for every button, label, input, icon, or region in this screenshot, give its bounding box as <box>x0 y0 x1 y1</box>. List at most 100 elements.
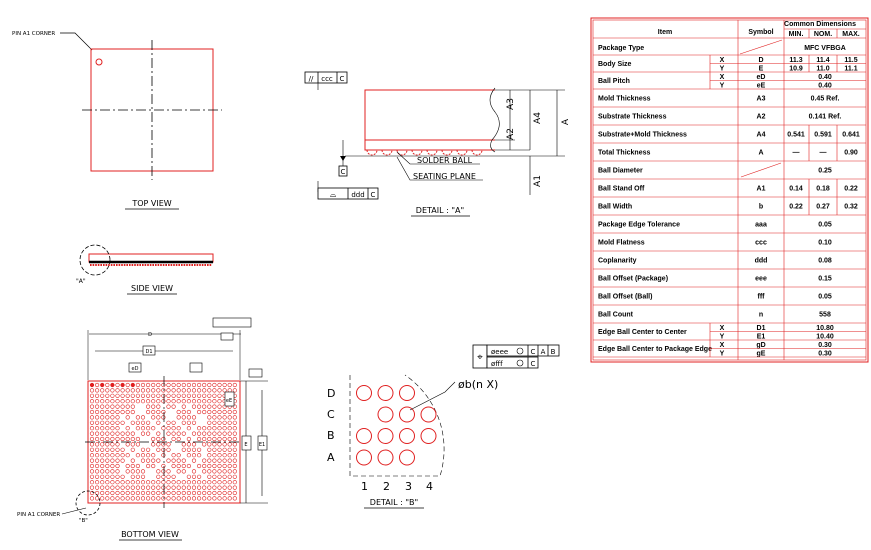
seating-plane-label: SEATING PLANE <box>413 172 476 181</box>
ball-pad <box>227 442 232 447</box>
ball-pad <box>202 485 207 490</box>
solder-ball <box>456 149 468 156</box>
ball-pad <box>181 485 186 490</box>
ball-pad <box>217 415 222 420</box>
row-value-max: 11.1 <box>844 65 857 72</box>
ball-pad <box>89 485 95 490</box>
fcf-row2-datum-c: C <box>531 360 536 368</box>
ball-pad <box>115 490 120 496</box>
bottom-view-callout: "B" <box>79 518 88 524</box>
bottom-view-title: BOTTOM VIEW <box>121 530 179 539</box>
dim-a3-label: A3 <box>506 98 516 110</box>
ball-pad <box>105 496 110 501</box>
ball-pad <box>161 474 166 479</box>
side-view-title: SIDE VIEW <box>131 284 173 293</box>
row-item: Ball Width <box>598 204 632 211</box>
ball-pad <box>197 447 202 452</box>
ball-pad <box>125 463 130 469</box>
ball-pad <box>110 393 115 398</box>
ball-pad <box>125 469 130 474</box>
row-value-max: 0.22 <box>844 186 858 193</box>
ball-pad <box>100 458 105 463</box>
ball-pad <box>89 388 95 393</box>
ball-pad <box>105 458 110 463</box>
ball-pad <box>105 480 110 485</box>
row-value: 558 <box>819 312 831 319</box>
ball-pad <box>125 442 130 447</box>
ball-pad <box>100 496 105 501</box>
ball-pad <box>217 485 222 490</box>
ball-pad <box>227 458 232 463</box>
ball-pad <box>232 420 237 425</box>
ball-pad <box>191 496 197 501</box>
ball-pad <box>191 420 197 425</box>
ball-pad <box>110 409 115 415</box>
ball-pad <box>94 490 100 496</box>
ball-pad <box>146 393 151 398</box>
ball-pad <box>217 490 222 496</box>
solder-ball-leader <box>396 151 480 165</box>
ball-pad <box>120 409 125 415</box>
ball-pad <box>151 458 156 463</box>
ball-pad <box>227 415 232 420</box>
ball-pad <box>110 490 115 496</box>
row-item: Mold Thickness <box>598 96 651 103</box>
ball-pad <box>227 474 232 479</box>
ball-pad <box>105 399 110 404</box>
ball-pad <box>94 431 100 436</box>
datum-c-box <box>338 165 348 177</box>
ball-pad <box>110 447 115 452</box>
dim-ed-box <box>128 362 142 373</box>
ball-pad <box>197 388 202 393</box>
row-item: Body Size <box>598 61 632 68</box>
ball-pad <box>217 431 222 436</box>
ball-pad <box>202 458 207 463</box>
ball-pad <box>166 447 171 452</box>
row-symbol: gE <box>757 350 766 357</box>
detail-a-substrate <box>364 140 495 151</box>
ball-pad <box>186 420 191 425</box>
table-frame <box>590 17 869 363</box>
bottom-dim-d: D <box>148 332 152 338</box>
ball-pad <box>89 480 95 485</box>
ball-pad <box>156 447 161 452</box>
ball-pad <box>217 453 222 458</box>
ball-pad <box>227 409 232 415</box>
row-symbol: D1 <box>757 325 766 332</box>
col-label-1: 1 <box>361 480 368 493</box>
row-value: 0.05 <box>818 294 832 301</box>
ball-pad <box>89 399 95 404</box>
ball-pad <box>156 436 161 442</box>
detail-b-title: DETAIL : "B" <box>370 498 418 507</box>
ball-pad <box>222 474 227 479</box>
ball-pad <box>161 496 166 501</box>
ball-pad <box>176 382 181 388</box>
ball-pad <box>146 382 151 388</box>
ddd-symbol: ⌓ <box>330 190 337 199</box>
ball-pad <box>135 480 140 485</box>
ball-pad <box>197 480 202 485</box>
side-view-callout: "A" <box>76 278 86 285</box>
dim-ee-box <box>224 391 235 407</box>
ball-pad <box>232 415 237 420</box>
ball-pad <box>227 431 232 436</box>
ball-pad <box>202 442 207 447</box>
row-symbol: b <box>759 204 763 211</box>
detail-b-ball <box>399 449 415 466</box>
ball-pad <box>227 463 232 469</box>
ball-pad <box>140 415 146 420</box>
ball-pad <box>89 458 95 463</box>
row-value-min: 0.14 <box>789 186 803 193</box>
detail-a-title: DETAIL : "A" <box>416 206 464 215</box>
ball-pad <box>151 436 156 442</box>
ball-pad <box>227 490 232 496</box>
ball-pad <box>171 436 176 442</box>
header-item: Item <box>658 29 672 36</box>
ball-pad <box>130 469 135 474</box>
ball-pad <box>135 388 140 393</box>
ball-pad <box>186 496 191 501</box>
solder-ball <box>441 149 453 156</box>
ball-pad <box>120 431 125 436</box>
row-value-max: 0.32 <box>844 204 858 211</box>
ball-pad <box>125 490 130 496</box>
